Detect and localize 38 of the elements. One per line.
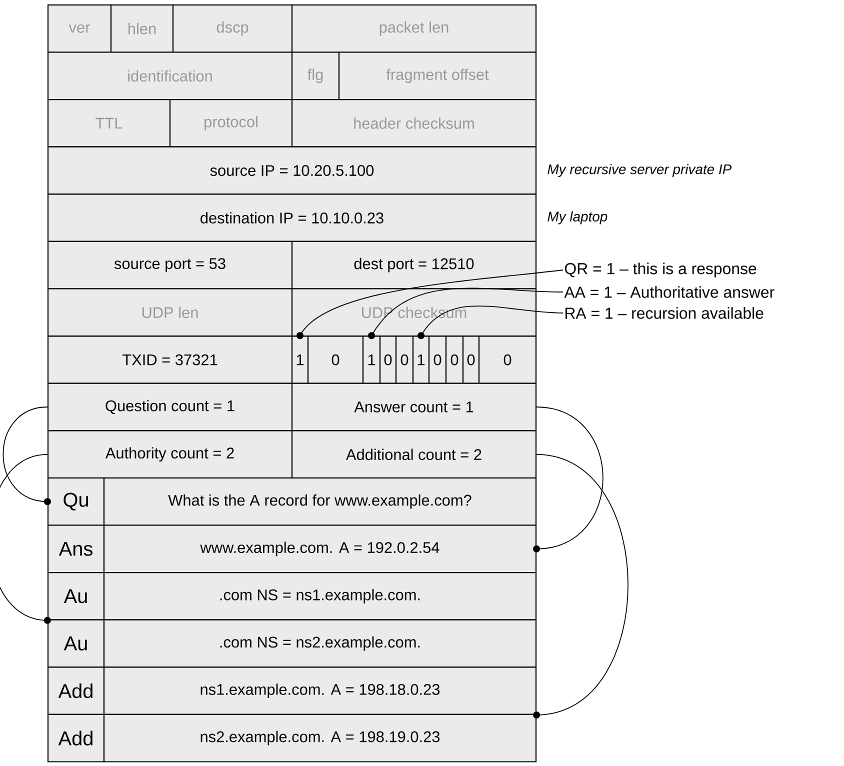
header-field: source port = 53 [47,240,293,290]
flag-bit-cell: 1 [291,336,309,384]
header-field: Question count = 1 [47,382,293,432]
side-note: My recursive server private IP [548,164,732,177]
header-field: UDP len [47,288,293,337]
connector-line [2,406,51,506]
flag-bit-cell: 0 [462,336,480,384]
record-type-cell: Au [47,572,105,620]
record-type-cell: Qu [47,477,105,526]
callout-text: AA = 1 – Authoritative answer [564,286,774,298]
side-note: My laptop [548,211,608,224]
connector-line [0,454,51,624]
record-type-cell: Add [47,666,105,715]
leader-line [368,288,564,340]
header-field: dscp [172,4,293,53]
flag-bit-cell: 1 [412,336,430,384]
header-field: destination IP = 10.10.0.23 [47,194,537,242]
header-field: TTL [47,99,171,148]
flag-bit-cell: 0 [379,336,397,384]
header-field: ver [47,4,112,53]
callout-text: RA = 1 – recursion available [566,307,764,319]
record-type-cell: Ans [47,524,105,574]
flag-bit-cell: 1 [362,336,381,384]
flag-bit-cell: 0 [445,336,464,384]
leader-line [296,270,564,340]
header-field: flg [291,52,340,100]
header-field: protocol [169,99,293,148]
flag-bit-cell: 0 [428,336,447,384]
header-field: dest port = 12510 [291,240,537,290]
header-field: hlen [110,4,174,53]
callout-text: QR = 1 – this is a response [564,262,756,278]
header-field: Additional count = 2 [291,430,537,479]
connector-line [533,454,628,718]
connector-line [533,406,604,552]
flag-bit-cell: 0 [395,336,414,384]
record-type-cell: Add [47,714,105,762]
record-type-cell: Au [47,619,105,668]
leader-line [418,306,564,340]
